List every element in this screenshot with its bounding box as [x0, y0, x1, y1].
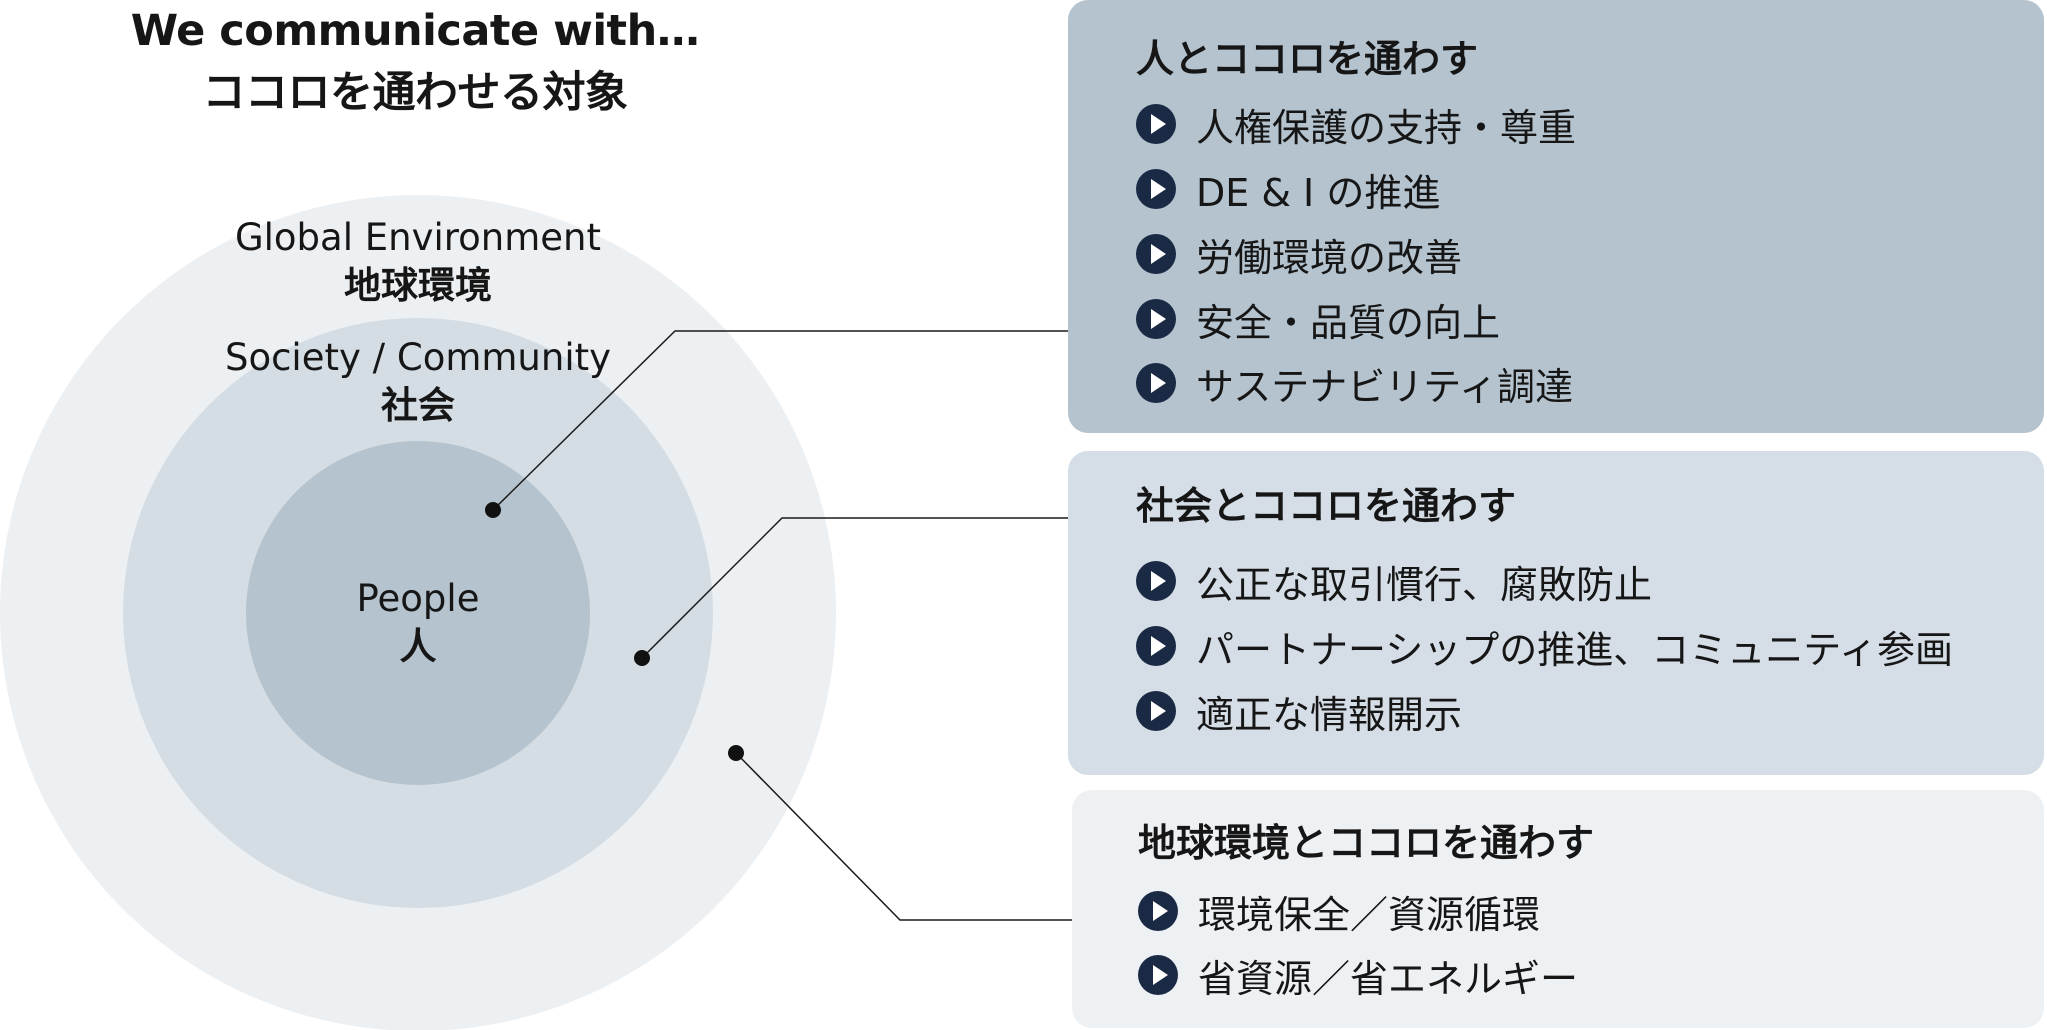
play-circle-icon — [1136, 363, 1176, 403]
play-circle-icon — [1136, 299, 1176, 339]
panel-people-item-label: サステナビリティ調達 — [1196, 364, 1573, 409]
panel-people: 人とココロを通わす 人権保護の支持・尊重 DE & I の推進 労働環境の改善 … — [1068, 0, 2044, 433]
panel-people-item-label: 労働環境の改善 — [1196, 235, 1463, 280]
panel-society-item-label: 公正な取引慣行、腐敗防止 — [1196, 562, 1653, 607]
panel-people-item: 安全・品質の向上 — [1136, 291, 1500, 347]
connector-dot-global — [728, 745, 744, 761]
panel-people-item-label: 人権保護の支持・尊重 — [1196, 105, 1577, 150]
play-circle-icon — [1136, 691, 1176, 731]
diagram-title: We communicate with… ココロを通わせる対象 — [100, 0, 730, 124]
play-circle-icon — [1138, 955, 1178, 995]
connector-line-global — [735, 752, 1072, 921]
panel-people-item: 人権保護の支持・尊重 — [1136, 96, 1576, 152]
panel-society-item: パートナーシップの推進、コミュニティ参画 — [1136, 618, 1953, 674]
society-community-label-en: Society / Community — [224, 336, 612, 379]
panel-people-item-label: DE & I の推進 — [1196, 170, 1441, 215]
people-label-ja: 人 — [399, 625, 437, 668]
society-community-label-ja: 社会 — [381, 384, 455, 427]
play-circle-icon — [1136, 561, 1176, 601]
title-line-japanese: ココロを通わせる対象 — [202, 68, 629, 118]
people-label-en: People — [356, 577, 480, 620]
play-circle-icon — [1136, 104, 1176, 144]
people-ring — [246, 441, 590, 785]
connector-line-society — [641, 517, 1068, 659]
panel-society-item-label: 適正な情報開示 — [1196, 692, 1463, 737]
panel-global-environment: 地球環境とココロを通わす 環境保全／資源循環 省資源／省エネルギー — [1072, 790, 2044, 1028]
panel-people-item: サステナビリティ調達 — [1136, 355, 1573, 411]
panel-people-item-label: 安全・品質の向上 — [1196, 300, 1501, 345]
panel-global-environment-item: 環境保全／資源循環 — [1138, 883, 1540, 939]
panel-global-environment-item-label: 省資源／省エネルギー — [1198, 956, 1579, 1001]
title-line-english: We communicate with… — [130, 6, 700, 56]
panel-society-item: 公正な取引慣行、腐敗防止 — [1136, 553, 1652, 609]
play-circle-icon — [1138, 891, 1178, 931]
connector-dot-people — [485, 502, 501, 518]
panel-society-item: 適正な情報開示 — [1136, 683, 1462, 739]
play-circle-icon — [1136, 234, 1176, 274]
society-community-label: Society / Community 社会 — [208, 334, 628, 430]
panel-society: 社会とココロを通わす 公正な取引慣行、腐敗防止 パートナーシップの推進、コミュニ… — [1068, 451, 2044, 775]
panel-global-environment-item: 省資源／省エネルギー — [1138, 947, 1578, 1003]
panel-society-item-label: パートナーシップの推進、コミュニティ参画 — [1196, 627, 1953, 672]
people-label: People 人 — [318, 575, 518, 671]
panel-society-title: 社会とココロを通わす — [1136, 484, 1517, 528]
panel-people-title: 人とココロを通わす — [1136, 37, 1479, 81]
panel-global-environment-title: 地球環境とココロを通わす — [1138, 821, 1595, 865]
panel-people-item: 労働環境の改善 — [1136, 226, 1462, 282]
connector-dot-society — [634, 650, 650, 666]
connector-line-people — [492, 330, 1068, 511]
panel-global-environment-item-label: 環境保全／資源循環 — [1198, 892, 1541, 937]
play-circle-icon — [1136, 626, 1176, 666]
play-circle-icon — [1136, 169, 1176, 209]
panel-people-item: DE & I の推進 — [1136, 161, 1440, 217]
global-environment-label: Global Environment 地球環境 — [218, 214, 618, 310]
global-environment-label-ja: 地球環境 — [344, 264, 492, 307]
global-environment-label-en: Global Environment — [234, 216, 602, 259]
